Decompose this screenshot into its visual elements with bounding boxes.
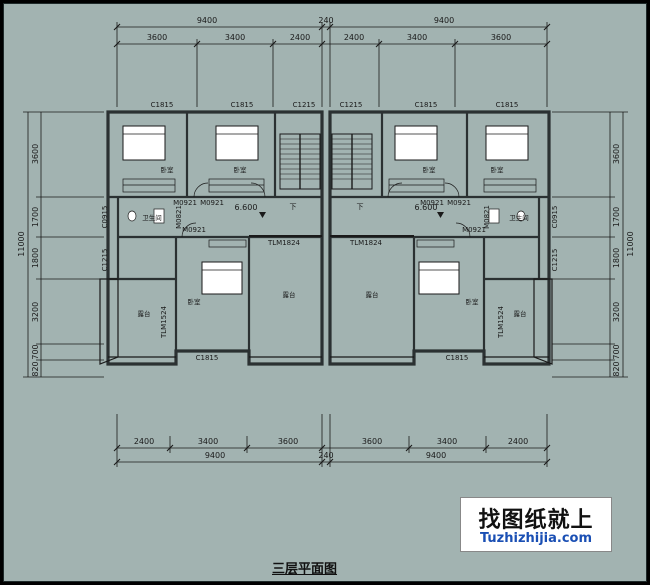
sliding-door-label: TLM1524 <box>160 305 168 339</box>
dim-left-seg: 820 <box>31 361 40 376</box>
room-label-terrace: 露台 <box>283 290 296 299</box>
dim-bottom-seg: 3400 <box>198 437 218 446</box>
dim-top-seg: 3400 <box>225 33 245 42</box>
dim-left-seg: 3600 <box>31 144 40 164</box>
window-label: C0915 <box>101 206 109 229</box>
room-label-bedroom: 卧室 <box>234 165 248 174</box>
dim-right-seg: 700 <box>612 344 621 359</box>
bed <box>122 125 166 161</box>
room-label-terrace: 露台 <box>366 290 379 299</box>
room-label-bedroom: 卧室 <box>423 165 437 174</box>
bed <box>485 125 529 161</box>
room-label-terrace: 露台 <box>514 309 527 318</box>
door-label: M0921 <box>200 199 224 207</box>
watermark-badge: 找图纸就上 Tuzhizhijia.com <box>460 497 612 552</box>
window-label: C1815 <box>196 354 219 362</box>
dim-right-total: 11000 <box>626 231 635 256</box>
room-label-bedroom: 卧室 <box>161 165 175 174</box>
window-label: C1215 <box>340 101 363 109</box>
dim-top-total-mid: 240 <box>318 16 333 25</box>
bed <box>215 125 259 161</box>
dim-right-seg: 820 <box>612 361 621 376</box>
window-label: C1215 <box>551 249 559 272</box>
dim-left-seg: 3200 <box>31 302 40 322</box>
dim-bottom-seg: 2400 <box>134 437 154 446</box>
floor-plan: 9400 240 9400 3600 3400 2400 2400 3400 3… <box>17 16 635 467</box>
room-label-bedroom: 卧室 <box>491 165 505 174</box>
door-label: M0921 <box>447 199 471 207</box>
dim-top-total-left: 9400 <box>197 16 217 25</box>
window-label: C0915 <box>551 206 559 229</box>
dim-right-seg: 3600 <box>612 144 621 164</box>
room-label-bedroom: 卧室 <box>466 297 480 306</box>
dim-bottom-total: 9400 <box>205 451 225 460</box>
dim-bottom-total: 240 <box>318 451 333 460</box>
window-label: C1815 <box>151 101 174 109</box>
dim-left-seg: 700 <box>31 344 40 359</box>
door-label: M0921 <box>420 199 444 207</box>
door-label: M0921 <box>173 199 197 207</box>
door-label: M0821 <box>483 205 491 229</box>
dim-left-seg: 1800 <box>31 248 40 268</box>
sliding-door-label: TLM1824 <box>267 239 301 247</box>
dim-bottom-seg: 3600 <box>362 437 382 446</box>
window-label: C1815 <box>231 101 254 109</box>
dim-bottom-seg: 3400 <box>437 437 457 446</box>
bed <box>394 125 438 161</box>
elevation-label: 6.600 <box>415 203 438 212</box>
sliding-door-label: TLM1824 <box>349 239 383 247</box>
dim-top-seg: 3600 <box>491 33 511 42</box>
window-label: C1215 <box>101 249 109 272</box>
bed <box>201 261 243 295</box>
window-label: C1815 <box>415 101 438 109</box>
bed <box>418 261 460 295</box>
door-label: M0921 <box>462 226 486 234</box>
room-label-bedroom: 卧室 <box>188 297 202 306</box>
window-label: C1815 <box>496 101 519 109</box>
dim-bottom-seg: 3600 <box>278 437 298 446</box>
dim-left-seg: 1700 <box>31 207 40 227</box>
window-label: C1215 <box>293 101 316 109</box>
dim-top-total-right: 9400 <box>434 16 454 25</box>
watermark-url: Tuzhizhijia.com <box>479 531 593 546</box>
sliding-door-label: TLM1524 <box>497 305 505 339</box>
dim-bottom-seg: 2400 <box>508 437 528 446</box>
door-label: M0921 <box>182 226 206 234</box>
room-label-bathroom: 卫生间 <box>509 213 529 222</box>
stair-down-label: 下 <box>290 203 297 211</box>
room-label-terrace: 露台 <box>138 309 151 318</box>
door-label: M0821 <box>175 205 183 229</box>
room-label-bathroom: 卫生间 <box>142 213 162 222</box>
elevation-label: 6.600 <box>235 203 258 212</box>
stair-down-label: 下 <box>357 203 364 211</box>
dim-top-seg: 3400 <box>407 33 427 42</box>
dim-top-seg: 2400 <box>344 33 364 42</box>
dim-top-seg: 3600 <box>147 33 167 42</box>
drawing-title: 三层平面图 <box>272 562 338 577</box>
dim-right-seg: 3200 <box>612 302 621 322</box>
dim-right-seg: 1700 <box>612 207 621 227</box>
window-label: C1815 <box>446 354 469 362</box>
watermark-text: 找图纸就上 <box>478 508 594 533</box>
dim-bottom-total: 9400 <box>426 451 446 460</box>
drawing-sheet: 9400 240 9400 3600 3400 2400 2400 3400 3… <box>3 3 647 582</box>
dim-right-seg: 1800 <box>612 248 621 268</box>
dim-top-seg: 2400 <box>290 33 310 42</box>
dim-left-total: 11000 <box>17 231 26 256</box>
